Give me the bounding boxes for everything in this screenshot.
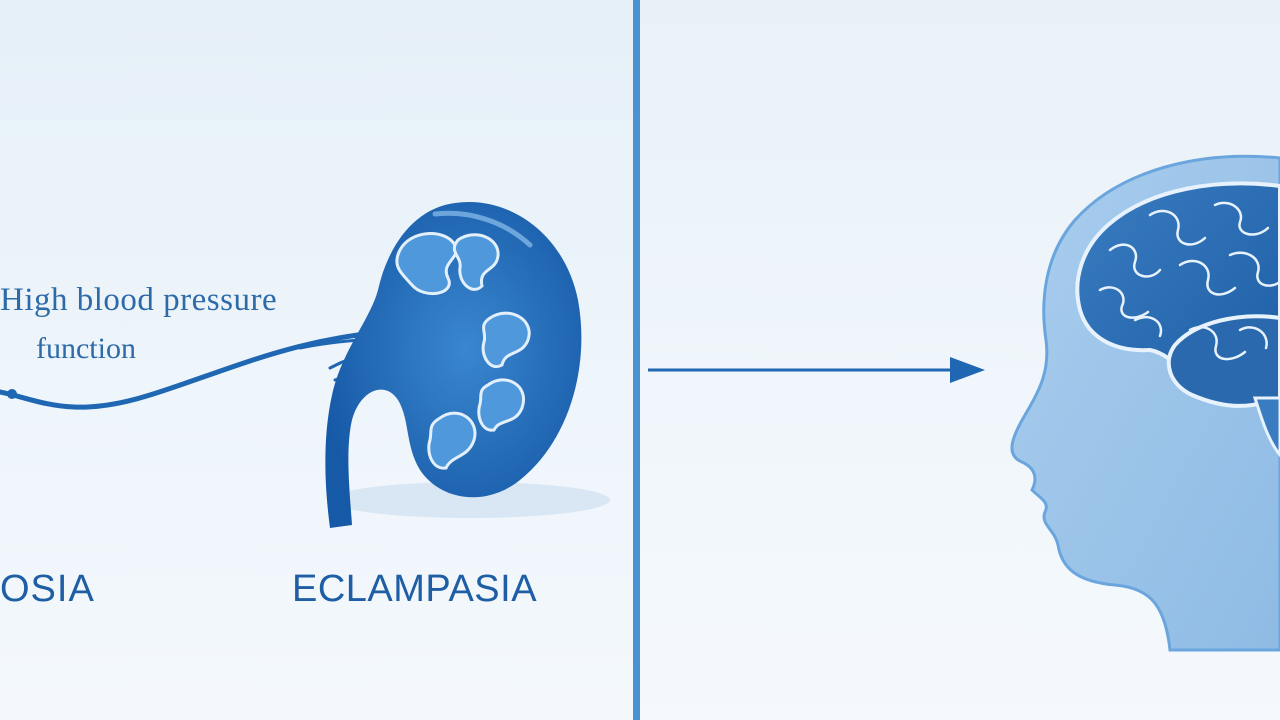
brain-folds (1098, 201, 1280, 361)
arrow-head (950, 357, 985, 383)
vessel-end-dot (7, 389, 17, 399)
kidney-shadow (330, 482, 610, 518)
brain-icon (1075, 181, 1280, 458)
kidney-highlight (432, 210, 533, 248)
kidney-body (325, 201, 582, 528)
caption-left: OSIA (0, 568, 95, 610)
annotation-line-1: High blood pressure (0, 282, 278, 318)
panel-divider (633, 0, 640, 720)
annotation-line-2: function (36, 332, 136, 365)
kidney-calyx-upper-right (452, 233, 500, 291)
kidney-inner-structure (395, 232, 531, 470)
kidney-calyx-top (395, 232, 458, 296)
kidney-calyx-right (481, 311, 531, 369)
brain-cerebellum (1166, 314, 1280, 408)
kidney-calyx-mid (477, 378, 525, 432)
kidney-calyx-lower (427, 411, 477, 470)
brain-stem (1252, 396, 1280, 458)
kidney-icon (325, 201, 582, 528)
caption-middle: ECLAMPASIA (292, 568, 538, 610)
arrow-right-icon (648, 357, 985, 383)
vessel-line-main (0, 327, 413, 410)
